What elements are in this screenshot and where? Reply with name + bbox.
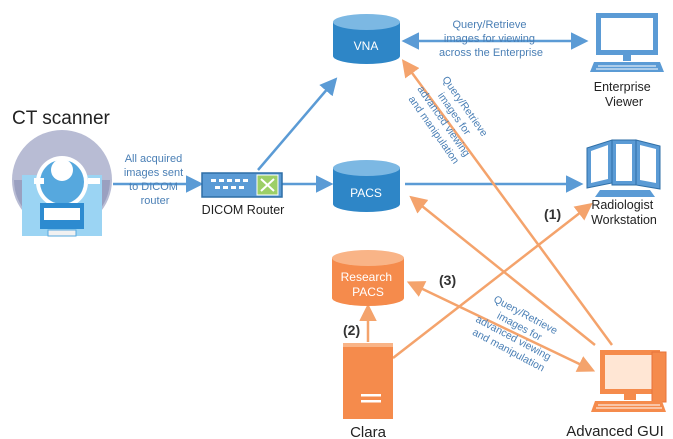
advanced-gui-label: Advanced GUI [566,423,664,439]
acquired-line-2: images sent [124,167,183,179]
radiologist-workstation-line-2: Workstation [591,213,657,227]
research-query-label: Query/Retrieve images for advanced viewi… [467,290,567,376]
enterprise-query-line-2: images for viewing [444,33,535,45]
server-icon [343,343,393,419]
research-pacs-line-2: PACS [352,285,384,299]
ct-scanner-label: CT scanner [12,108,111,129]
research-pacs-line-1: Research [341,270,392,284]
ct-scanner-icon [12,130,112,237]
enterprise-viewer-label: Enterprise Viewer [594,80,654,109]
radiologist-workstation-line-1: Radiologist [591,198,653,212]
computer-icon [591,350,667,412]
step-2-label: (2) [343,322,360,338]
radiologist-workstation-label: Radiologist Workstation [591,198,657,227]
vna-database [333,14,400,64]
router-to-vna-arrow [257,77,338,171]
research-pacs-database [332,250,404,306]
pacs-database [333,160,400,212]
router-icon [201,172,283,198]
clara-label: Clara [350,424,387,439]
vna-query-label: Query/Retrieve images for advanced viewi… [404,69,495,169]
enterprise-viewer-line-2: Viewer [605,95,643,109]
vna-label: VNA [354,39,379,53]
acquired-line-3: to DICOM [129,181,178,193]
pacs-label: PACS [350,186,382,200]
dicom-router-label: DICOM Router [202,203,285,217]
enterprise-query-label: Query/Retrieve images for viewing across… [439,19,543,59]
enterprise-viewer-line-1: Enterprise [594,80,651,94]
gui-research-pacs-arrow [406,281,596,372]
research-pacs-label: Research PACS [341,270,396,299]
acquired-line-1: All acquired [125,153,182,165]
acquired-line-4: router [141,195,170,207]
acquired-edge-label: All acquired images sent to DICOM router [124,153,186,207]
enterprise-query-line-1: Query/Retrieve [452,19,526,31]
enterprise-query-line-3: across the Enterprise [439,47,543,59]
step-1-label: (1) [544,206,561,222]
step-3-label: (3) [439,272,456,288]
workstation-icon [586,139,661,197]
orange-connectors [359,59,614,372]
monitor-icon [590,13,664,72]
